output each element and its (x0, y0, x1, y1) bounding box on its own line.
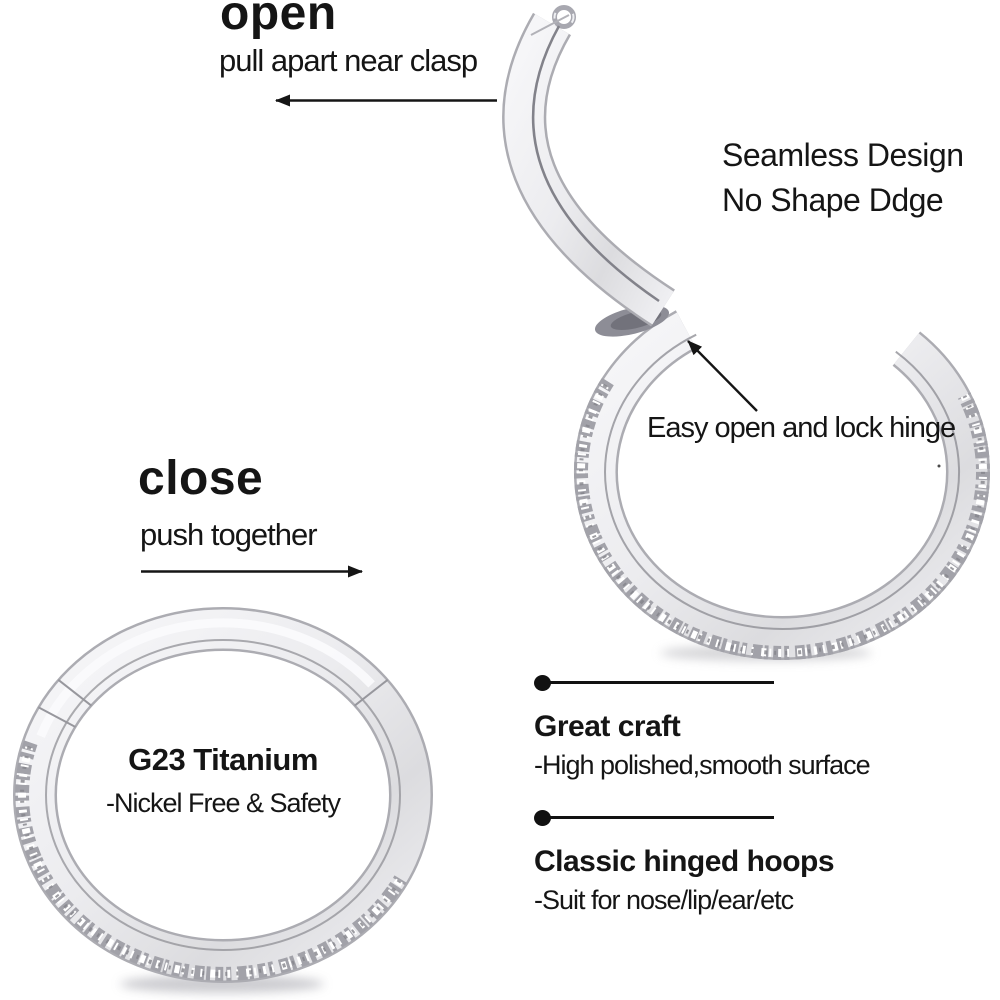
crystal-edge (15, 740, 407, 981)
bullet-dot-icon (534, 674, 551, 691)
feature-bullet-row (534, 674, 874, 691)
closed-ring-photo (13, 607, 433, 983)
speck (937, 464, 941, 468)
open-subtitle: pull apart near clasp (219, 43, 478, 78)
arrow-up-left-icon (687, 340, 758, 412)
seam-line (45, 639, 401, 951)
feature-bullet-row (534, 809, 874, 826)
seamless-line1: Seamless Design (722, 137, 964, 173)
feature-title: Great craft (534, 710, 681, 743)
bullet-line (548, 816, 774, 819)
open-segment-photo (502, 5, 675, 327)
close-title: close (138, 452, 264, 505)
hinge-seams (37, 679, 389, 728)
feature-title: Classic hinged hoops (534, 845, 835, 878)
closed-ring-shadow (120, 975, 324, 993)
open-title: open (220, 0, 337, 40)
close-subtitle: push together (140, 517, 318, 552)
bullet-line (548, 681, 774, 684)
ring-material-label: G23 Titanium -Nickel Free & Safety (71, 742, 375, 819)
segment-end-cap (530, 14, 570, 36)
open-ring-photo (573, 310, 990, 660)
bullet-dot-icon (534, 809, 551, 826)
clasp-loop-highlight (553, 6, 575, 28)
seam-line (531, 25, 660, 303)
seamless-note: Seamless Design No Shape Ddge (722, 133, 964, 223)
feature-detail: -High polished,smooth surface (534, 750, 871, 780)
seamless-line2: No Shape Ddge (722, 182, 944, 218)
seam-line (604, 333, 961, 630)
ring-material-title: G23 Titanium (128, 742, 318, 777)
feature-classic-hoops: Classic hinged hoops -Suit for nose/lip/… (534, 809, 874, 916)
crystal-edge (574, 377, 990, 660)
feature-great-craft: Great craft -High polished,smooth surfac… (534, 674, 874, 781)
feature-detail: -Suit for nose/lip/ear/etc (534, 885, 794, 915)
hinge-note: Easy open and lock hinge (647, 412, 956, 444)
ring-material-subtitle: -Nickel Free & Safety (105, 788, 341, 818)
